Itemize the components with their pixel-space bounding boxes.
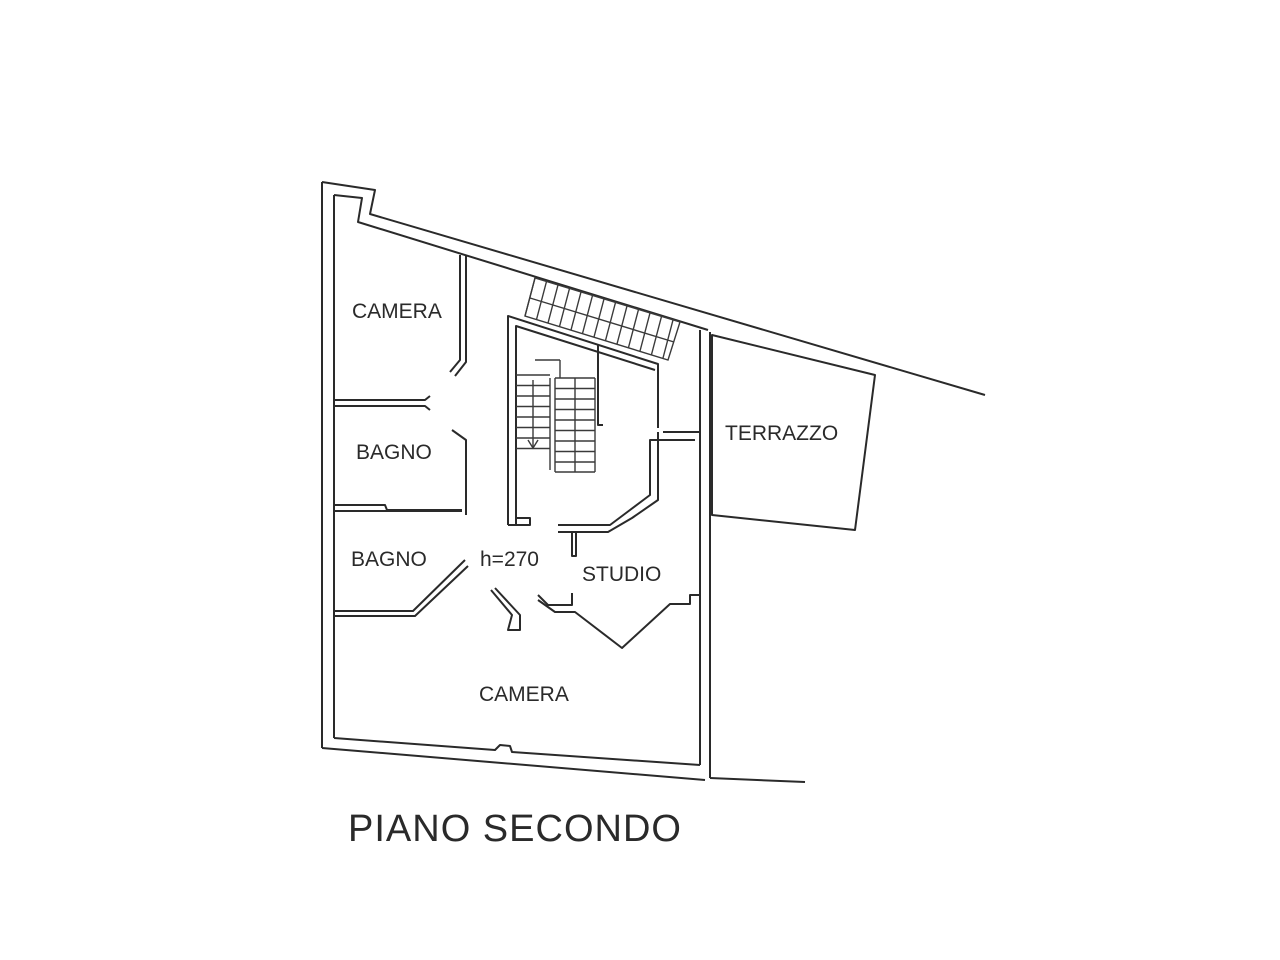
stair-tread [650, 316, 663, 355]
floor-title: PIANO SECONDO [348, 808, 682, 850]
stair-tread [604, 302, 617, 341]
ceiling-height-label: h=270 [480, 548, 539, 571]
room-label-camera-top: CAMERA [352, 300, 442, 323]
room-label-bagno-lower: BAGNO [351, 548, 427, 571]
stair-tread [524, 277, 536, 317]
stair-tread [627, 309, 640, 348]
outer-walls [321, 181, 986, 783]
stair-tread [581, 295, 594, 334]
stair-tread [593, 298, 605, 338]
stair-tread [558, 288, 571, 327]
room-label-bagno-upper: BAGNO [356, 441, 432, 464]
room-label-camera-bottom: CAMERA [479, 683, 569, 706]
stair-treads [516, 277, 674, 473]
stair-tread [535, 281, 548, 320]
stair-tread [639, 312, 651, 352]
stair-tread [547, 284, 559, 324]
room-label-terrazzo: TERRAZZO [725, 422, 839, 445]
terrace-outline [711, 334, 876, 531]
interior-walls [334, 255, 700, 649]
stair-tread [570, 291, 582, 331]
room-label-studio: STUDIO [582, 563, 662, 586]
stair-tread [616, 305, 628, 345]
stair-tread [662, 319, 674, 359]
stair-direction-arrow-icon [527, 380, 539, 450]
